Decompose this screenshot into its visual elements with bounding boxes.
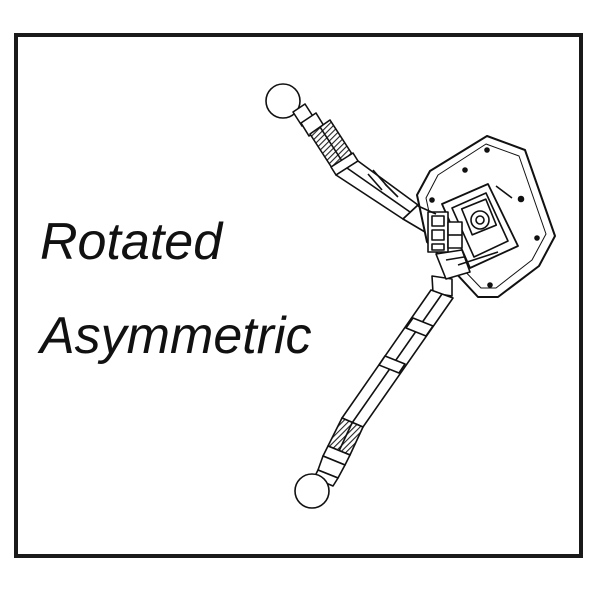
- caption-line-1: Rotated: [40, 213, 223, 271]
- lower-arm: [294, 275, 454, 509]
- upper-arm: [265, 83, 438, 233]
- lower-arm-ball: [294, 473, 330, 509]
- upper-arm-ball: [265, 83, 301, 119]
- central-mechanism: [417, 183, 519, 280]
- caption-line-2: Asymmetric: [40, 307, 312, 365]
